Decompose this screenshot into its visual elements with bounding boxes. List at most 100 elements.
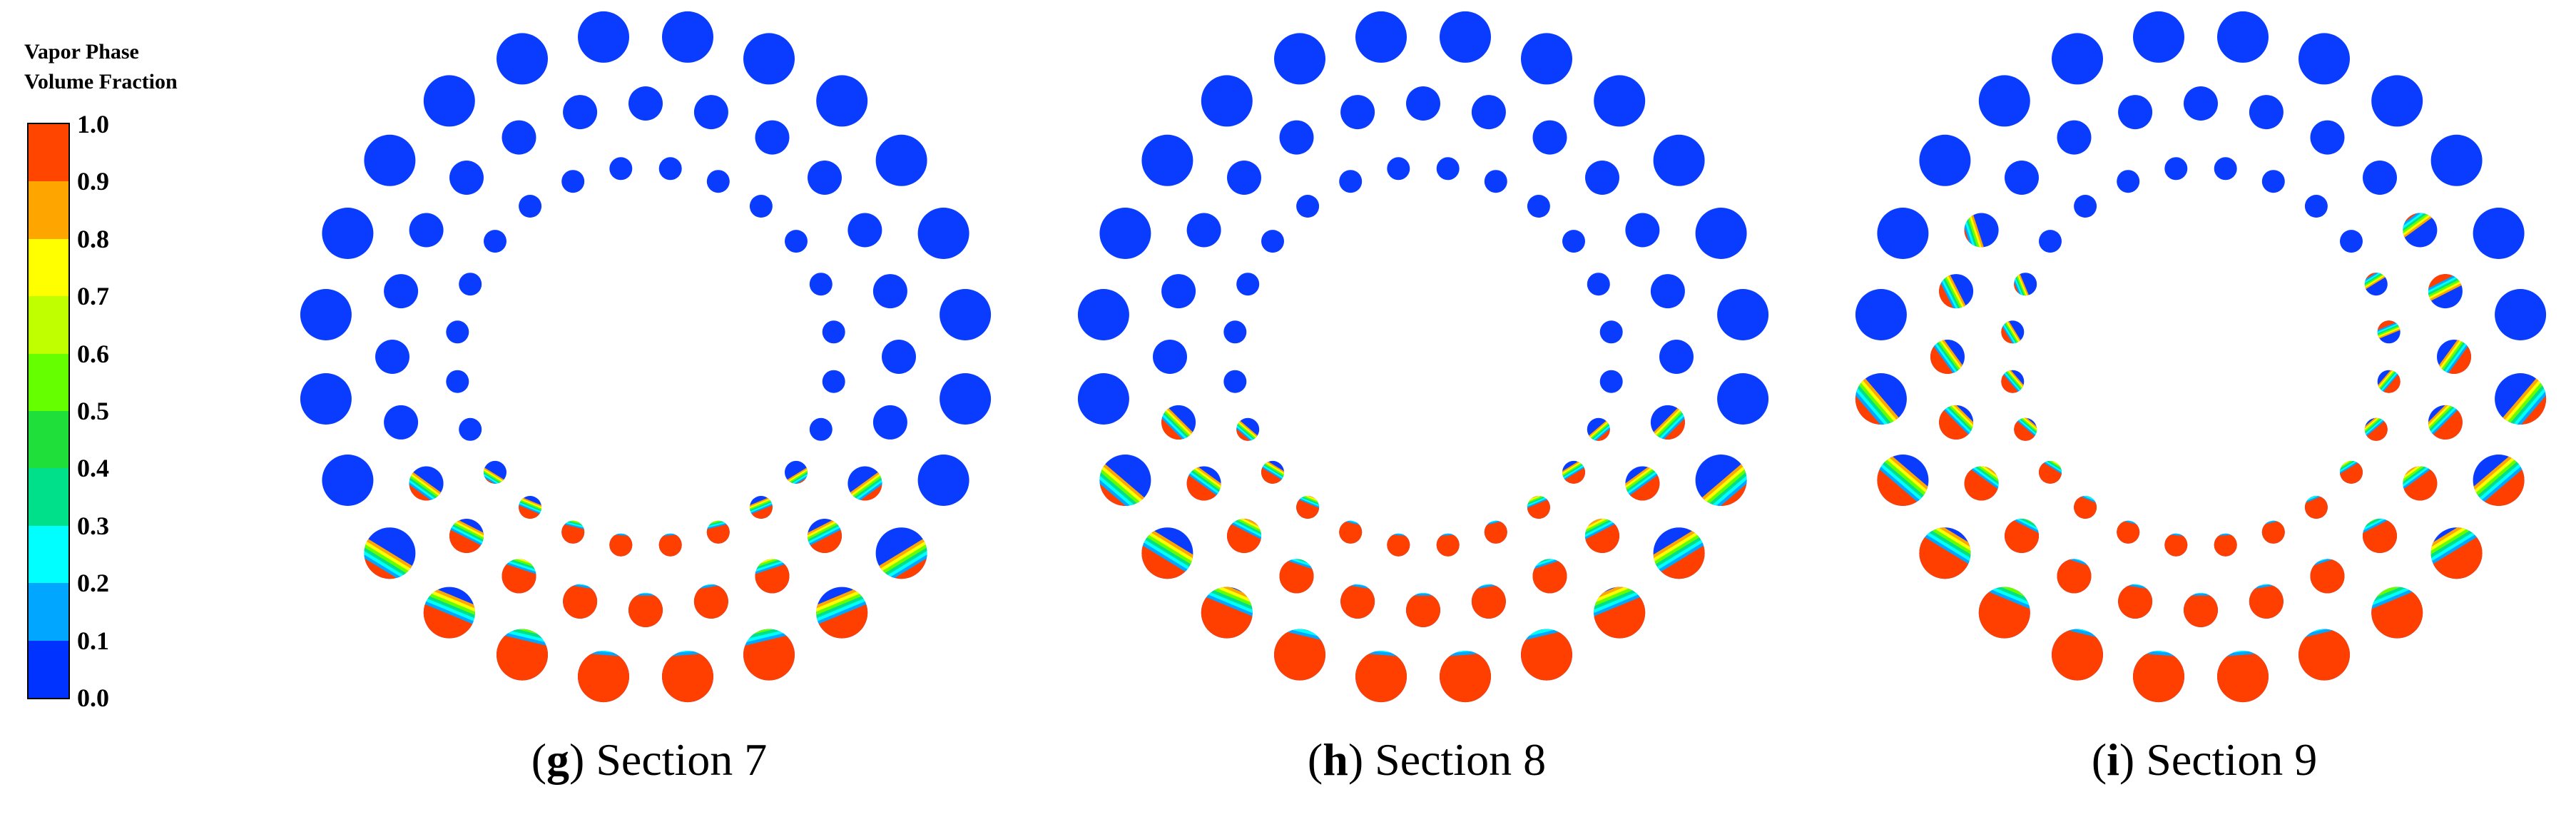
legend-band-1 [29,181,68,239]
tube-circle [1077,373,1129,425]
tube-circle [1201,75,1253,127]
tube-circle [628,86,663,121]
tube-circle [1650,405,1685,440]
tube-circle [1186,466,1221,501]
tube-circle [1964,213,1999,248]
tube-circle [1387,157,1410,181]
legend-band-3 [29,296,68,354]
tube-circle [1594,587,1646,639]
legend-band-4 [29,353,68,412]
tube-circle [2057,559,2092,594]
panel-caption: (i) Section 9 [1812,734,2576,786]
tube-circle [816,587,868,639]
tube-circle [1186,213,1221,248]
tube-circle [2014,273,2037,296]
legend-band-0 [29,124,68,182]
tube-circle [2340,230,2363,253]
tube-circle [1585,161,1619,195]
tube-circle [749,195,773,218]
tube-circle [2001,370,2025,393]
tube-circle [706,520,730,544]
tube-circle [1532,559,1567,594]
tube-circle [658,533,682,557]
tube-circle [2249,95,2284,130]
tube-circle [2473,208,2525,259]
tube-circle [2117,170,2140,193]
tube-circle [917,455,969,506]
tube-circle [2074,496,2097,519]
tube-circle [1355,11,1407,63]
tube-circle [1355,651,1407,703]
tube-circle [409,466,444,501]
legend-tick-label: 0.8 [77,224,109,253]
panel-section-i: (i) Section 9 [1812,0,2576,827]
tube-circle [706,170,730,193]
tube-circle [1236,417,1260,441]
tube-circle [1599,320,1623,344]
tube-circle [2217,11,2269,63]
legend-tick-label: 0.4 [77,454,109,483]
tube-circle [2249,584,2284,619]
tube-circle [578,11,629,63]
tube-circle [2005,519,2039,553]
tube-circle [1223,370,1247,393]
tube-circle [1599,370,1623,393]
tube-circle [1650,274,1685,309]
tube-circle [563,95,598,130]
tube-bundle-cross-section [1855,11,2547,703]
tube-circle [409,213,444,248]
tube-circle [1201,587,1253,639]
tube-circle [1227,519,1261,553]
tube-circle [1274,33,1325,85]
tube-circle [1471,95,1506,130]
tube-circle [1964,466,1999,501]
tube-circle [743,33,795,85]
tube-circle [1406,86,1440,121]
tube-circle [2164,157,2188,181]
caption-close-paren: ) [569,734,585,785]
tube-circle [2495,289,2547,340]
tube-circle [755,559,790,594]
tube-circle [449,161,484,195]
legend-tick-label: 0.5 [77,397,109,425]
tube-circle [2052,33,2103,85]
tube-circle [1527,195,1550,218]
tube-circle [2118,95,2153,130]
tube-bundle-cross-section [300,11,992,703]
tube-circle [1274,629,1325,681]
tube-circle [2428,274,2463,309]
tube-circle [662,11,713,63]
tube-circle [940,289,992,340]
tube-circle [1340,95,1375,130]
tube-circle [423,75,475,127]
tube-circle [561,170,585,193]
legend-tick-label: 0.7 [77,282,109,311]
tube-circle [2117,520,2140,544]
legend-title-line-1: Vapor Phase [24,40,139,64]
tube-circle [563,584,598,619]
tube-circle [459,273,482,296]
caption-close-paren: ) [2119,734,2135,785]
tube-circle [2377,370,2401,393]
tube-circle [1659,340,1694,374]
legend-band-9 [29,640,68,699]
tube-circle [446,320,469,344]
tube-circle [693,95,728,130]
legend-tick-label: 0.9 [77,167,109,196]
tube-circle [519,195,542,218]
tube-circle [449,519,484,553]
tube-circle [1236,273,1260,296]
tube-circle [1521,629,1572,681]
tube-circle [662,651,713,703]
tube-circle [2437,340,2471,374]
tube-circle [809,417,833,441]
tube-circle [809,273,833,296]
tube-circle [1717,289,1769,340]
tube-circle [384,405,419,440]
tube-circle [322,208,374,259]
legend-title-line-2: Volume Fraction [24,70,178,93]
tube-circle [1161,274,1196,309]
tube-circle [2304,496,2328,519]
tube-circle [1227,161,1261,195]
